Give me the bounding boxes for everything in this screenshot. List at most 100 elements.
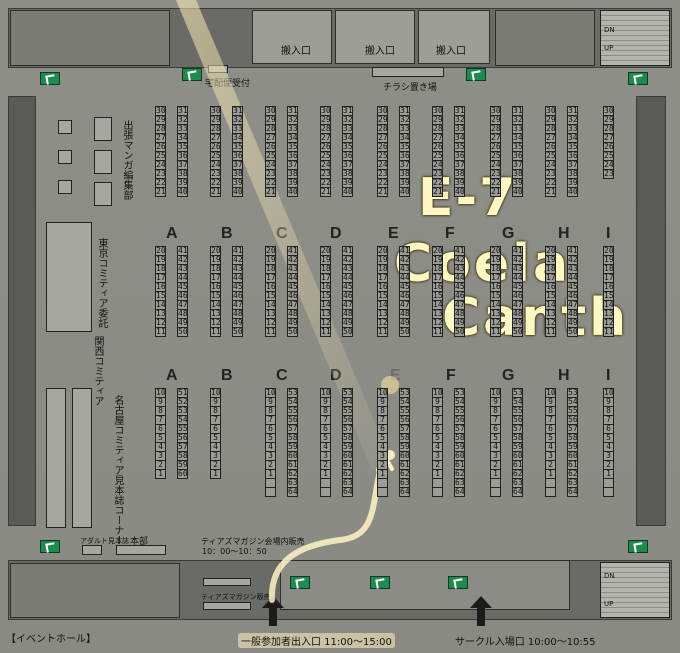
- booth-space[interactable]: 1: [210, 469, 221, 479]
- booth-space[interactable]: [603, 487, 614, 497]
- booth-space[interactable]: 64: [567, 487, 578, 497]
- booth-space[interactable]: 21: [265, 187, 276, 197]
- booth-space[interactable]: 40: [342, 187, 353, 197]
- booth-space[interactable]: 21: [320, 187, 331, 197]
- booth-space[interactable]: 50: [287, 327, 298, 337]
- booth-space[interactable]: 40: [287, 187, 298, 197]
- booth-space[interactable]: 21: [545, 187, 556, 197]
- manga-desk-2[interactable]: [58, 150, 72, 164]
- booth-space[interactable]: [320, 487, 331, 497]
- booth-space[interactable]: 11: [155, 327, 166, 337]
- row-label-c-bottom: C: [276, 367, 288, 384]
- booth-space[interactable]: 40: [177, 187, 188, 197]
- booth-space[interactable]: [432, 487, 443, 497]
- booth-space[interactable]: 21: [377, 187, 388, 197]
- booth-space[interactable]: 21: [155, 187, 166, 197]
- manga-desk-3[interactable]: [58, 180, 72, 194]
- booth-space[interactable]: 64: [287, 487, 298, 497]
- booth-space[interactable]: 50: [454, 327, 465, 337]
- loading-dock-2-label: 搬入口: [365, 46, 395, 57]
- booth-space[interactable]: 64: [512, 487, 523, 497]
- tokyo-comitia-counter[interactable]: [46, 222, 92, 332]
- tiers-sale-table[interactable]: [203, 602, 251, 610]
- booth-space[interactable]: 50: [342, 327, 353, 337]
- booth-space[interactable]: [377, 487, 388, 497]
- booth-space[interactable]: 64: [454, 487, 465, 497]
- tokyo-comitia-label: 東京コミティア委託: [96, 238, 107, 328]
- seigan-box-3[interactable]: [94, 182, 112, 206]
- booth-space[interactable]: 64: [399, 487, 410, 497]
- booth-space[interactable]: 11: [377, 327, 388, 337]
- circle-entrance-arrow-icon: [470, 596, 492, 626]
- delivery-desk[interactable]: [208, 65, 228, 73]
- booth-space[interactable]: [265, 487, 276, 497]
- tiers-onsite-time: 10：00〜10：50: [202, 547, 267, 556]
- seigan-box-1[interactable]: [94, 117, 112, 141]
- row-label-b-bottom: B: [221, 367, 233, 384]
- booth-space[interactable]: 60: [177, 469, 188, 479]
- booth-space[interactable]: 11: [432, 327, 443, 337]
- loading-dock-1-label: 搬入口: [281, 46, 311, 57]
- adult-sample-box[interactable]: [82, 545, 102, 555]
- booth-space[interactable]: 40: [232, 187, 243, 197]
- loading-dock-3-label: 搬入口: [436, 46, 466, 57]
- booth-space[interactable]: 40: [399, 187, 410, 197]
- booth-space[interactable]: 50: [399, 327, 410, 337]
- exit-sign-top-right: [466, 68, 486, 81]
- booth-space[interactable]: 11: [545, 327, 556, 337]
- booth-space[interactable]: 64: [342, 487, 353, 497]
- booth-space[interactable]: 11: [603, 327, 614, 337]
- loading-dock-3[interactable]: [418, 10, 490, 64]
- row-label-g-top: G: [502, 225, 515, 242]
- booth-space[interactable]: [490, 487, 501, 497]
- booth-space[interactable]: 21: [432, 187, 443, 197]
- flyer-area[interactable]: [372, 67, 444, 77]
- flyer-area-label: チラシ置き場: [383, 83, 437, 93]
- row-label-c-top: C: [276, 225, 288, 242]
- booth-space[interactable]: 40: [512, 187, 523, 197]
- seigan-box-2[interactable]: [94, 150, 112, 174]
- booth-space[interactable]: 11: [210, 327, 221, 337]
- booth-space[interactable]: 50: [567, 327, 578, 337]
- booth-space[interactable]: 11: [265, 327, 276, 337]
- booth-space[interactable]: 11: [320, 327, 331, 337]
- tiers-onsite-table[interactable]: [203, 578, 251, 586]
- booth-space[interactable]: 40: [567, 187, 578, 197]
- booth-space[interactable]: 50: [232, 327, 243, 337]
- row-label-f-top: F: [445, 225, 455, 242]
- booth-space[interactable]: 23: [603, 169, 614, 179]
- nagoya-counter-1[interactable]: [46, 388, 66, 528]
- booth-space[interactable]: 21: [210, 187, 221, 197]
- row-label-a-top: A: [166, 225, 178, 242]
- bottom-right-stairs: [600, 562, 670, 618]
- booth-space[interactable]: 50: [177, 327, 188, 337]
- booth-space[interactable]: 21: [490, 187, 501, 197]
- manga-desk-1[interactable]: [58, 120, 72, 134]
- booth-space[interactable]: 1: [155, 469, 166, 479]
- up-label-top: UP: [604, 44, 614, 52]
- booth-space[interactable]: [545, 487, 556, 497]
- booth-space[interactable]: 11: [490, 327, 501, 337]
- booth-space[interactable]: 50: [512, 327, 523, 337]
- nagoya-counter-2[interactable]: [72, 388, 92, 528]
- booth-space[interactable]: 40: [454, 187, 465, 197]
- hq-box[interactable]: [116, 545, 166, 555]
- row-label-a-bottom: A: [166, 367, 178, 384]
